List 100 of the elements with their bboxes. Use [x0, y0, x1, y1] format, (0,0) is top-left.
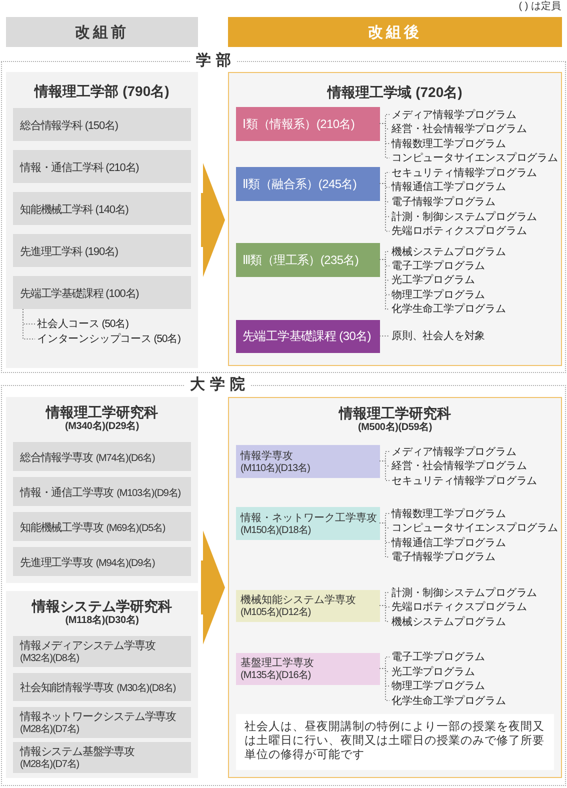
program-name: 電子情報学プログラム [392, 194, 560, 209]
note-label: ( ) は定員 [518, 1, 561, 13]
capacity-text: (M94名)(D9名) [96, 558, 155, 569]
department-name: 総合情報学科 (150名) [20, 120, 118, 132]
department-name: 知能機械工学科 (140名) [20, 204, 128, 216]
program-name: 光工学プログラム [392, 664, 560, 678]
header-title: 改組後 [368, 22, 422, 42]
major-name: 情報・ネットワーク工学専攻 [240, 510, 377, 524]
category-name: Ⅱ類（融合系）(245名) [242, 176, 357, 190]
capacity-text: (M103名)(D9名) [116, 488, 181, 499]
program-name: セキュリティ情報学プログラム [392, 474, 560, 488]
department-name: 情報ネットワークシステム学専攻 [20, 710, 176, 724]
program-name: 情報数理工学プログラム [392, 136, 560, 150]
department-name: 社会知能情報学専攻 [20, 682, 114, 694]
capacity-text: (M118名)(D30名) [65, 615, 139, 627]
note-text: 社会人は、昼夜開講制の特例により一部の授業を夜間又は土曜日に行い、夜間又は土曜日の授業のみで修了所要単位の修得が可能です [244, 720, 544, 762]
capacity-text: (M105名)(D12名) [240, 607, 311, 618]
capacity-text: (M28名)(D7名) [20, 724, 79, 735]
program-name: 情報通信工学プログラム [392, 536, 560, 550]
faculty-title: 情報理工学研究科 [46, 404, 158, 420]
header-title: 改組前 [75, 22, 129, 42]
program-name: 情報通信工学プログラム [392, 180, 560, 194]
department-name: 情報システム基盤学専攻 [20, 745, 134, 759]
department-name: 知能機械工学専攻 [20, 522, 104, 534]
course-name: 社会人コース (50名) [37, 317, 187, 331]
faculty-title: 情報理工学部 (790名) [34, 83, 170, 100]
major-box [236, 444, 380, 478]
major-name: 基盤理工学専攻 [240, 656, 314, 670]
faculty-panel [6, 72, 198, 368]
program-name: 経営・社会情報学プログラム [392, 459, 560, 473]
major-box [236, 590, 380, 622]
major-name: 情報学専攻 [240, 448, 293, 462]
program-name: 化学生命工学プログラム [392, 694, 560, 708]
faculty-panel [228, 72, 562, 366]
capacity-text: (M150名)(D18名) [240, 524, 311, 536]
capacity-text: (M28名)(D7名) [20, 759, 79, 770]
major-box [236, 506, 380, 540]
faculty-panel [228, 397, 562, 778]
header-band [228, 17, 562, 47]
capacity-text: (M30名)(D8名) [116, 683, 176, 694]
department-name: 先進理工学科 (190名) [20, 246, 118, 258]
capacity-text: (M135名)(D16名) [240, 670, 311, 681]
capacity-text: (M32名)(D8名) [20, 653, 79, 664]
program-name: 化学生命工学プログラム [392, 302, 560, 316]
category-name: Ⅰ類（情報系）(210名) [242, 116, 355, 130]
program-name: 計測・制御システムプログラム [392, 586, 560, 600]
program-name: メディア情報学プログラム [392, 444, 560, 458]
program-name: 原則、社会人を対象 [392, 329, 560, 343]
category-box [236, 320, 380, 352]
program-name: 計測・制御システムプログラム [392, 210, 560, 224]
capacity-text: (M500名)(D59名) [358, 422, 432, 434]
program-name: 情報数理工学プログラム [392, 506, 560, 520]
major-name: 機械知能システム学専攻 [240, 593, 356, 607]
category-name: Ⅲ類（理工系）(235名) [242, 252, 359, 266]
department-name: 情報メディアシステム学専攻 [20, 639, 156, 653]
program-name: メディア情報学プログラム [392, 108, 560, 122]
major-box [236, 652, 380, 684]
capacity-text: (M110名)(D13名) [240, 462, 310, 474]
capacity-text: (M340名)(D29名) [64, 421, 140, 433]
program-name: 先端ロボティクスプログラム [392, 600, 560, 614]
program-name: 電子情報学プログラム [392, 550, 560, 564]
dotted-connector [379, 460, 390, 481]
faculty-title: 情報システム学研究科 [32, 598, 172, 614]
program-name: コンピュータサイエンスプログラム [392, 151, 560, 165]
program-name: 先端ロボティクスプログラム [392, 224, 560, 238]
dotted-connector [379, 123, 390, 158]
faculty-title: 情報理工学研究科 [339, 405, 451, 422]
dotted-connector [379, 605, 390, 622]
program-name: 電子工学プログラム [392, 650, 560, 664]
program-name: 物理工学プログラム [392, 288, 560, 302]
program-name: 機械システムプログラム [392, 614, 560, 628]
program-name: セキュリティ情報学プログラム [392, 166, 560, 180]
capacity-text: (M74名)(D6名) [96, 453, 155, 464]
dotted-connector [22, 308, 36, 340]
category-name: 先端工学基礎課程 (30名) [242, 328, 371, 342]
department-box [13, 276, 191, 309]
category-box [236, 242, 380, 276]
category-box [236, 166, 380, 200]
program-name: 機械システムプログラム [392, 244, 560, 258]
dotted-connector [379, 183, 390, 232]
department-name: 情報・通信工学専攻 [20, 487, 114, 499]
department-name: 総合情報学専攻 [20, 452, 93, 464]
program-name: 電子工学プログラム [392, 258, 560, 273]
block-arrow [201, 530, 225, 644]
program-name: 光工学プログラム [392, 273, 560, 288]
program-name: 物理工学プログラム [392, 679, 560, 693]
department-name: 先進理工学専攻 [20, 557, 93, 569]
header-band [6, 17, 198, 47]
dotted-connector [379, 522, 390, 558]
department-name: 情報・通信工学科 (210名) [20, 162, 139, 174]
faculty-title: 情報理工学域 (720名) [328, 84, 462, 101]
dotted-connector [379, 259, 390, 310]
program-name: 経営・社会情報学プログラム [392, 122, 560, 136]
faculty-panel [6, 591, 198, 778]
block-arrow [201, 163, 225, 277]
department-name: 先端工学基礎課程 (100名) [20, 288, 139, 300]
capacity-text: (M69名)(D5名) [106, 523, 166, 534]
category-box [236, 106, 380, 140]
faculty-panel [6, 397, 198, 583]
course-name: インターンシップコース (50名) [37, 332, 187, 346]
